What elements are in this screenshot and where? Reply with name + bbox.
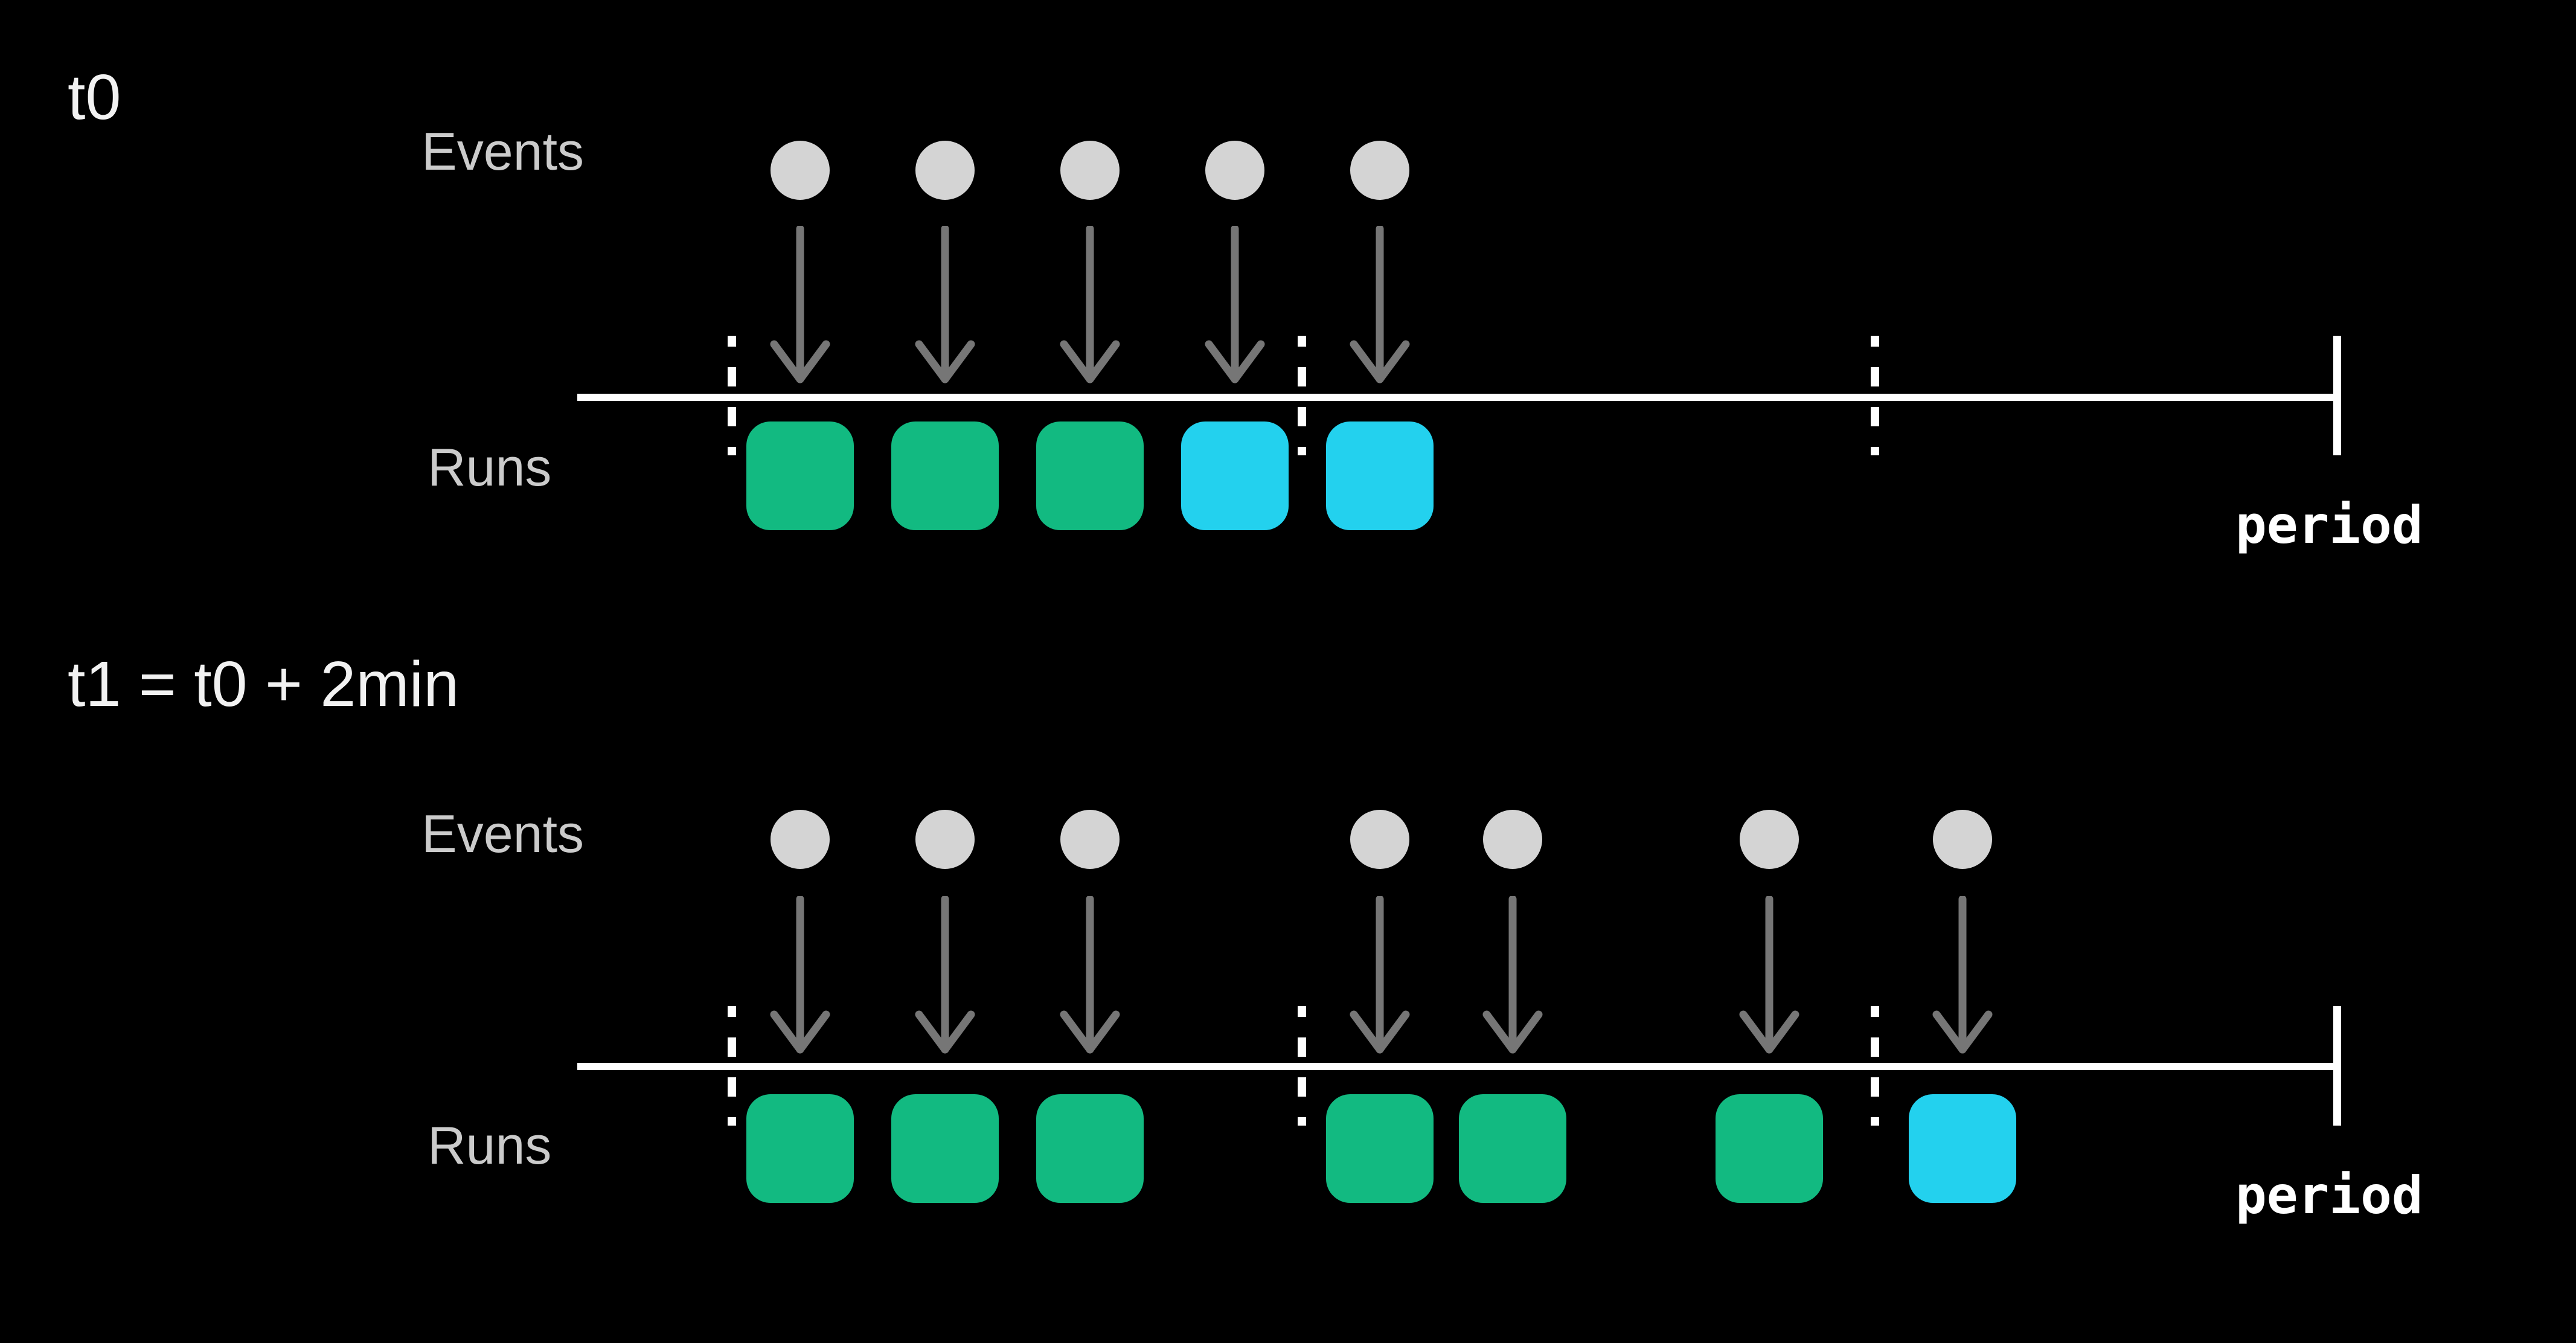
arrow-down-icon [1482, 895, 1543, 1056]
run-box [746, 421, 854, 530]
arrow-down-icon [1060, 895, 1120, 1056]
arrow-down-icon [1739, 895, 1799, 1056]
arrow-down-icon [1350, 225, 1410, 386]
section-title-t1: t1 = t0 + 2min [68, 649, 460, 720]
period-boundary-line [1298, 336, 1306, 455]
arrow-down-icon [915, 225, 975, 386]
arrow-down-icon [915, 895, 975, 1056]
run-box [746, 1094, 854, 1203]
period-boundary-line [728, 336, 736, 455]
event-dot [1933, 810, 1992, 869]
period-label: period [2235, 495, 2423, 556]
run-box [1326, 421, 1434, 530]
runs-row-label: Runs [428, 437, 552, 497]
period-boundary-line [728, 1006, 736, 1126]
run-box [1181, 421, 1289, 530]
event-dot [1060, 810, 1120, 869]
run-box [1326, 1094, 1434, 1203]
timeline [577, 1063, 2341, 1070]
event-dot [1060, 141, 1120, 200]
event-dot [915, 810, 975, 869]
timeline-end-tick [2333, 1006, 2341, 1126]
timeline [577, 394, 2341, 401]
event-dot [771, 141, 830, 200]
event-dot [1350, 810, 1409, 869]
arrow-down-icon [1932, 895, 1993, 1056]
run-box [1036, 1094, 1144, 1203]
event-dot [1740, 810, 1799, 869]
period-boundary-line [1871, 1006, 1879, 1126]
event-dot [915, 141, 975, 200]
run-box [1909, 1094, 2016, 1203]
run-box [1459, 1094, 1566, 1203]
section-title-t0: t0 [68, 62, 121, 133]
event-dot [771, 810, 830, 869]
arrow-down-icon [1060, 225, 1120, 386]
event-dot [1350, 141, 1409, 200]
event-dot [1483, 810, 1542, 869]
arrow-down-icon [770, 225, 830, 386]
period-label: period [2235, 1165, 2423, 1226]
arrow-down-icon [1350, 895, 1410, 1056]
timeline-end-tick [2333, 336, 2341, 455]
period-boundary-line [1871, 336, 1879, 455]
event-dot [1205, 141, 1264, 200]
events-row-label: Events [421, 121, 585, 181]
arrow-down-icon [1205, 225, 1265, 386]
run-box [891, 421, 999, 530]
period-boundary-line [1298, 1006, 1306, 1126]
runs-row-label: Runs [428, 1115, 552, 1175]
run-box [1716, 1094, 1823, 1203]
run-box [1036, 421, 1144, 530]
run-box [891, 1094, 999, 1203]
events-row-label: Events [421, 804, 585, 864]
arrow-down-icon [770, 895, 830, 1056]
